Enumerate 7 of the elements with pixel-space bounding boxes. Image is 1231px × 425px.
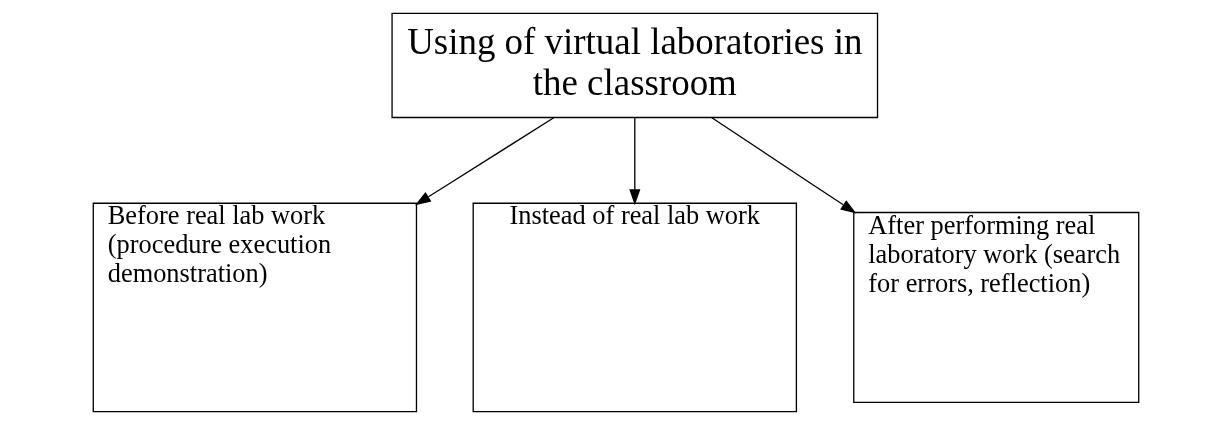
arrow [414, 117, 554, 206]
arrow [710, 117, 856, 214]
node-box: Using of virtual laboratories in the classroom [390, 12, 878, 119]
node-box: Before real lab work (procedure execution demonstration) [92, 202, 417, 413]
node-box: Instead of real lab work [472, 202, 797, 413]
node-box: After performing real laboratory work (search for errors, reflection) [852, 211, 1139, 404]
arrow [628, 117, 640, 206]
